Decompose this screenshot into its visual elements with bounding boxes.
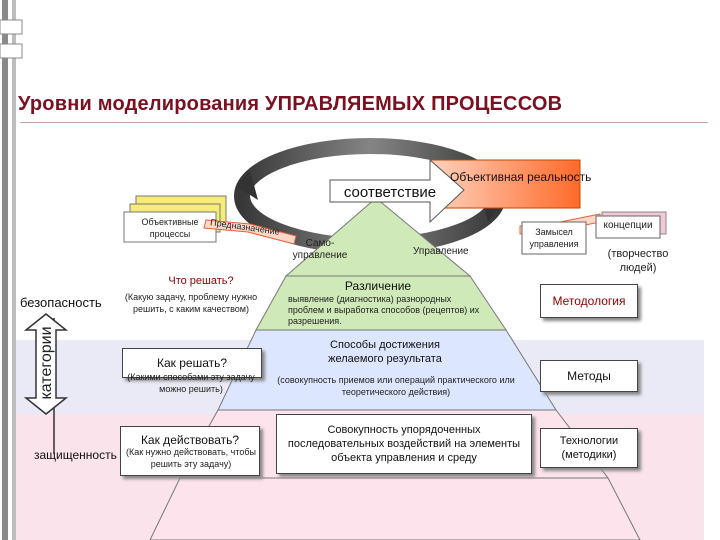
- question-act: Как действовать?: [140, 433, 240, 447]
- question-what-note: (Какую задачу, проблему нужно решить, с …: [124, 292, 258, 314]
- pyramid-row1-title: Различение: [344, 279, 412, 293]
- question-how-box: Как решать?: [122, 348, 262, 378]
- protection-label: защищенность: [34, 448, 117, 462]
- pyramid-row2-title: Способы достижения желаемого результата: [328, 339, 442, 365]
- object-reality-label: Объективная реальность: [450, 170, 592, 184]
- objective-processes-label: Объективные процессы: [141, 217, 199, 239]
- cycle-arrowhead-left: [236, 170, 258, 200]
- question-how-note: (Какими способами эту задачу можно решит…: [127, 372, 255, 394]
- intent-card: [521, 221, 587, 255]
- purpose-arrow: [203, 219, 297, 245]
- title-underline: [20, 122, 708, 123]
- intent-label: Замысел управления: [529, 227, 579, 249]
- creativity-label: (творчество людей): [607, 248, 669, 274]
- categories-label: категории: [38, 326, 55, 400]
- correspondence-arrow: [329, 158, 465, 224]
- pyramid-row1-text: выявление (диагностика) разнородных проб…: [288, 294, 480, 326]
- page-title: Уровни моделирования УПРАВЛЯЕМЫХ ПРОЦЕСС…: [18, 93, 563, 115]
- pyramid-row3-box: Совокупность упорядоченных последователь…: [276, 414, 532, 474]
- safety-label: безопасность: [20, 295, 102, 310]
- concepts-label: концепции: [603, 220, 653, 231]
- technologies-box: Технологии (методики): [540, 428, 638, 468]
- pyramid-row2-text: (совокупность приемов или операций практ…: [277, 375, 515, 397]
- management-label: Управление: [413, 246, 469, 257]
- pyramid-row3-title: Совокупность упорядоченных последователь…: [287, 424, 521, 464]
- question-act-note: (Как нужно действовать, чтобы решить эту…: [126, 447, 256, 469]
- categories-arrow: [24, 313, 68, 415]
- process-card-front: [123, 211, 217, 243]
- methodology-box: Методология: [540, 284, 638, 318]
- question-what: Что решать?: [168, 275, 234, 287]
- pyramid-base: [149, 477, 641, 540]
- question-act-box: Как действовать?: [120, 426, 260, 476]
- correspondence-label: соответствие: [343, 184, 437, 201]
- concepts-card-front: [595, 215, 661, 239]
- left-decorative-bars: [0, 0, 23, 540]
- methods-box: Методы: [540, 360, 638, 392]
- self-management-label: Само-управление: [292, 238, 348, 261]
- question-how: Как решать?: [156, 356, 228, 370]
